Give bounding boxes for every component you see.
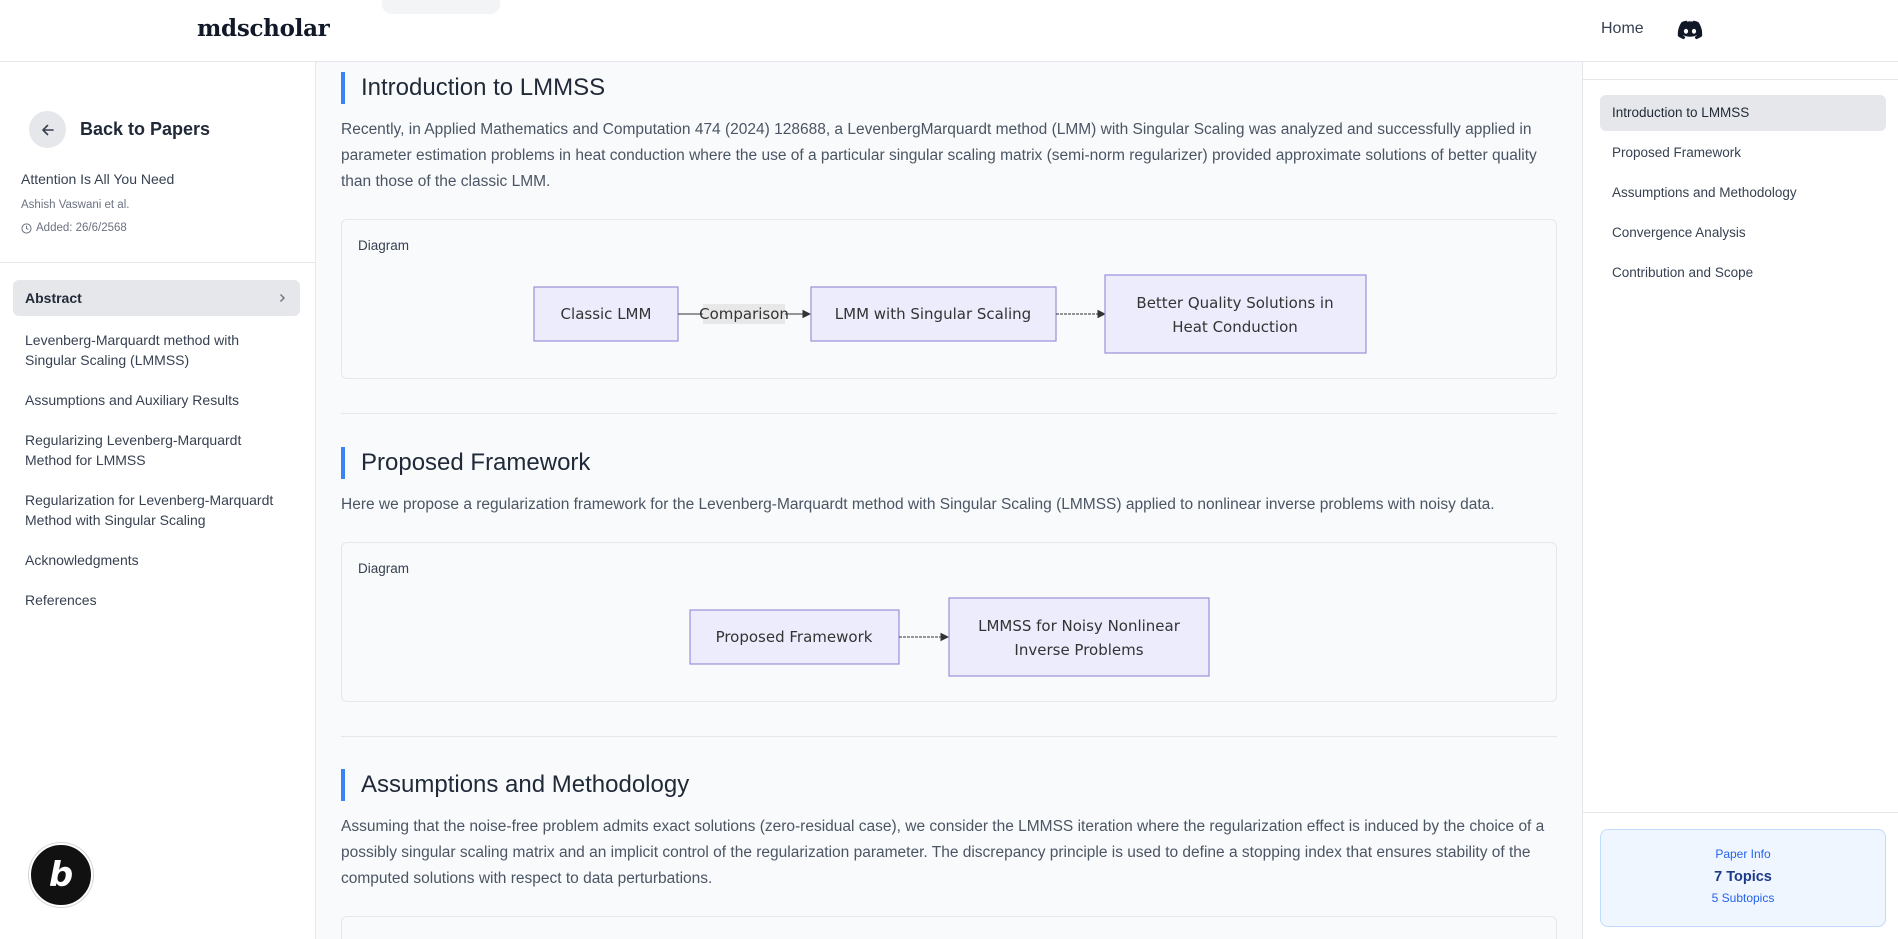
toc-item-introduction[interactable]: Introduction to LMMSS: [1600, 95, 1886, 131]
section-text: Here we propose a regularization framewo…: [341, 496, 1495, 513]
paper-authors: Ashish Vaswani et al.: [21, 199, 130, 211]
main-content: Introduction to LMMSS Recently, in Appli…: [317, 62, 1581, 939]
diagram-edge-label: Comparison: [699, 305, 789, 323]
top-header: mdscholar Home: [0, 0, 1898, 62]
paper-added-text: Added: 26/6/2568: [36, 222, 127, 234]
diagram-label: Diagram: [358, 238, 410, 253]
paper-info-label: Paper Info: [1715, 847, 1771, 861]
diagram-card: Diagram Classic LMM Comparison LMM with …: [341, 219, 1557, 379]
paper-info-card: Paper Info 7 Topics 5 Subtopics: [1600, 829, 1886, 927]
edge-label-bg: [703, 304, 785, 324]
diagram-node-label: LMMSS for Noisy Nonlinear: [978, 617, 1181, 635]
section-divider: [341, 413, 1557, 414]
section-heading: Assumptions and Methodology: [341, 769, 1557, 801]
sidebar-item-regularizing[interactable]: Regularizing Levenberg-Marquardt Method …: [25, 432, 242, 468]
nav-home-link[interactable]: Home: [1601, 20, 1644, 37]
section-introduction: Introduction to LMMSS Recently, in Appli…: [341, 72, 1557, 379]
sidebar-item-abstract[interactable]: Abstract: [13, 280, 300, 316]
diagram-card: [341, 916, 1557, 939]
section-heading: Introduction to LMMSS: [341, 72, 1557, 104]
back-to-papers-label: Back to Papers: [80, 119, 211, 139]
arrow-left-icon[interactable]: [29, 111, 66, 148]
section-text: Recently, in Applied Mathematics and Com…: [341, 121, 1537, 190]
diagram-node-label: Better Quality Solutions in: [1136, 294, 1333, 312]
left-sidebar: Back to Papers Attention Is All You Need…: [0, 62, 316, 939]
bolt-logo-icon: b: [48, 855, 74, 895]
sidebar-item-lmmss[interactable]: Levenberg-Marquardt method with Singular…: [25, 332, 240, 368]
sidebar-item-assumptions[interactable]: Assumptions and Auxiliary Results: [25, 392, 239, 408]
paper-added-date: Added: 26/6/2568: [21, 222, 127, 234]
diagram-canvas: Proposed Framework LMMSS for Noisy Nonli…: [689, 597, 1210, 677]
diagram-node: [533, 286, 679, 342]
section-divider: [341, 736, 1557, 737]
discord-icon[interactable]: [1677, 19, 1703, 41]
sidebar-item-regularization[interactable]: Regularization for Levenberg-Marquardt M…: [25, 492, 274, 528]
toc-item-proposed-framework[interactable]: Proposed Framework: [1612, 145, 1742, 160]
toc-item-contribution[interactable]: Contribution and Scope: [1612, 265, 1754, 280]
page-toc: Introduction to LMMSS Proposed Framework…: [1600, 95, 1886, 295]
sidebar-divider: [0, 262, 316, 263]
section-text: Assuming that the noise-free problem adm…: [341, 818, 1545, 887]
chevron-right-icon: [280, 294, 285, 302]
back-to-papers-button[interactable]: Back to Papers: [29, 111, 210, 148]
paper-info-subtopics: 5 Subtopics: [1711, 891, 1775, 905]
diagram-label: Diagram: [358, 561, 410, 576]
toc-item-assumptions[interactable]: Assumptions and Methodology: [1612, 185, 1797, 200]
paper-info-topics: 7 Topics: [1714, 869, 1772, 885]
sidebar-item-label: Abstract: [25, 290, 82, 306]
diagram-node-label: Proposed Framework: [716, 628, 873, 646]
diagram-node-label: Classic LMM: [561, 305, 652, 323]
diagram-node: [948, 597, 1210, 677]
diagram-node-label: Inverse Problems: [1014, 641, 1143, 659]
right-sidebar: Introduction to LMMSS Proposed Framework…: [1582, 62, 1898, 939]
brand-logo[interactable]: mdscholar: [197, 15, 330, 42]
rightbar-divider: [1583, 812, 1898, 813]
diagram-node: [1104, 274, 1367, 354]
sidebar-item-acknowledgments[interactable]: Acknowledgments: [25, 552, 139, 568]
header-placeholder: [382, 0, 500, 14]
toc-item-convergence[interactable]: Convergence Analysis: [1612, 225, 1746, 240]
diagram-node-label: Heat Conduction: [1172, 318, 1298, 336]
paper-title: Attention Is All You Need: [21, 171, 175, 187]
section-proposed-framework: Proposed Framework Here we propose a reg…: [341, 447, 1557, 702]
rightbar-divider: [1583, 79, 1898, 80]
diagram-node: [689, 609, 900, 665]
clock-icon: [21, 222, 32, 234]
bolt-badge-logo[interactable]: b: [29, 843, 93, 907]
diagram-card: Diagram Proposed Framework LMMSS for Noi…: [341, 542, 1557, 702]
sidebar-toc: Abstract Levenberg-Marquardt method with…: [13, 280, 300, 630]
diagram-canvas: Classic LMM Comparison LMM with Singular…: [533, 274, 1367, 354]
diagram-node-label: LMM with Singular Scaling: [835, 305, 1031, 323]
section-heading: Proposed Framework: [341, 447, 1557, 479]
section-assumptions: Assumptions and Methodology Assuming tha…: [341, 769, 1557, 939]
sidebar-item-references[interactable]: References: [25, 592, 97, 608]
